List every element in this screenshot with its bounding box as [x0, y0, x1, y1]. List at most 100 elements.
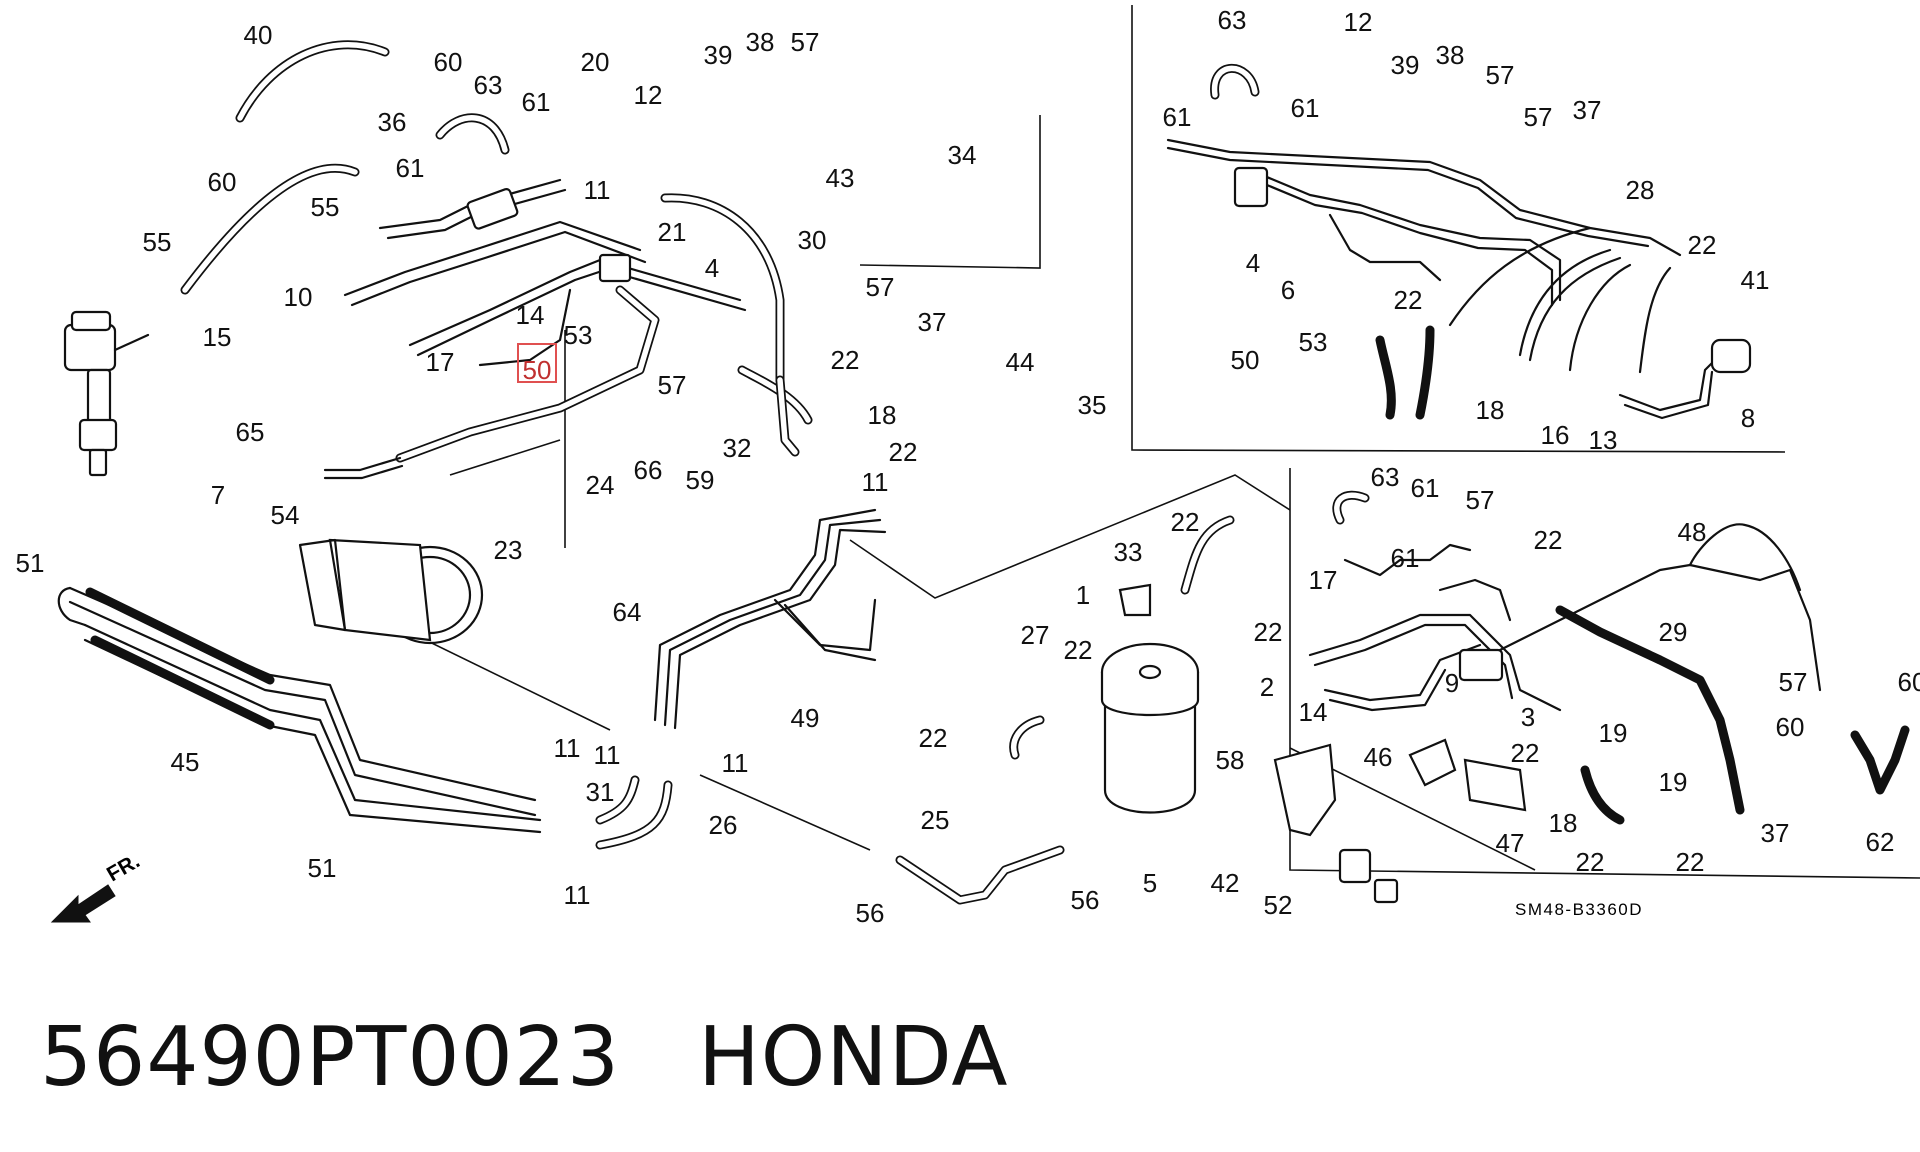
- callout-22: 22: [831, 345, 860, 375]
- callout-57: 57: [1524, 102, 1553, 132]
- callout-35: 35: [1078, 390, 1107, 420]
- callout-11: 11: [584, 175, 611, 205]
- callout-27: 27: [1021, 620, 1050, 650]
- callout-9: 9: [1445, 668, 1459, 698]
- callout-22: 22: [1394, 285, 1423, 315]
- callout-50: 50: [1231, 345, 1260, 375]
- callout-57: 57: [658, 370, 687, 400]
- callout-7: 7: [211, 480, 225, 510]
- callout-37: 37: [1573, 95, 1602, 125]
- callout-16: 16: [1541, 420, 1570, 450]
- callout-22: 22: [1576, 847, 1605, 877]
- callout-37: 37: [1761, 818, 1790, 848]
- callout-39: 39: [1391, 50, 1420, 80]
- callout-57: 57: [866, 272, 895, 302]
- callout-20: 20: [581, 47, 610, 77]
- callout-29: 29: [1659, 617, 1688, 647]
- callout-22: 22: [919, 723, 948, 753]
- callout-52: 52: [1264, 890, 1293, 920]
- callout-57: 57: [1466, 485, 1495, 515]
- callout-36: 36: [378, 107, 407, 137]
- pump-part: [298, 538, 484, 645]
- callout-60: 60: [208, 167, 237, 197]
- callout-14: 14: [516, 300, 545, 330]
- center-rigid-lines: [653, 508, 887, 730]
- callout-22: 22: [889, 437, 918, 467]
- callout-41: 41: [1741, 265, 1770, 295]
- brand-name: HONDA: [698, 1010, 1009, 1105]
- callout-33: 33: [1114, 537, 1143, 567]
- callout-25: 25: [921, 805, 950, 835]
- callout-18: 18: [868, 400, 897, 430]
- callout-60: 60: [1898, 667, 1920, 697]
- callout-39: 39: [704, 40, 733, 70]
- front-marker: FR.: [103, 849, 144, 886]
- upper-right-inset: [1166, 63, 1752, 420]
- callout-53: 53: [564, 320, 593, 350]
- callout-34: 34: [948, 140, 977, 170]
- callout-26: 26: [709, 810, 738, 840]
- callout-49: 49: [791, 703, 820, 733]
- callout-22: 22: [1676, 847, 1705, 877]
- callout-11: 11: [594, 740, 621, 770]
- callout-63: 63: [1371, 462, 1400, 492]
- callout-54: 54: [271, 500, 300, 530]
- callout-2: 2: [1260, 672, 1274, 702]
- callout-5: 5: [1143, 868, 1157, 898]
- callout-44: 44: [1006, 347, 1035, 377]
- callout-14: 14: [1299, 697, 1328, 727]
- callout-17: 17: [1309, 565, 1338, 595]
- callout-60: 60: [434, 47, 463, 77]
- callout-51: 51: [308, 853, 337, 883]
- callout-19: 19: [1599, 718, 1628, 748]
- callout-18: 18: [1476, 395, 1505, 425]
- callout-61: 61: [1291, 93, 1320, 123]
- callout-57: 57: [1486, 60, 1515, 90]
- callout-13: 13: [1589, 425, 1618, 455]
- callout-38: 38: [1436, 40, 1465, 70]
- reservoir-part: [1009, 515, 1235, 814]
- hose-25: [895, 845, 1065, 905]
- callout-11: 11: [564, 880, 591, 910]
- callout-66: 66: [634, 455, 663, 485]
- callout-3: 3: [1521, 702, 1535, 732]
- footer: 56490PT0023 HONDA: [40, 1010, 1008, 1105]
- callout-8: 8: [1741, 403, 1755, 433]
- callout-31: 31: [586, 777, 615, 807]
- lower-right-inset: [1308, 490, 1910, 825]
- callout-48: 48: [1678, 517, 1707, 547]
- callout-57: 57: [791, 27, 820, 57]
- callout-22: 22: [1534, 525, 1563, 555]
- callout-61: 61: [1163, 102, 1192, 132]
- callout-22: 22: [1688, 230, 1717, 260]
- callout-51: 51: [16, 548, 45, 578]
- callout-46: 46: [1364, 742, 1393, 772]
- callout-11: 11: [722, 748, 749, 778]
- callout-12: 12: [634, 80, 663, 110]
- callout-15: 15: [203, 322, 232, 352]
- callout-22: 22: [1511, 738, 1540, 768]
- callout-32: 32: [723, 433, 752, 463]
- callout-63: 63: [474, 70, 503, 100]
- callout-43: 43: [826, 163, 855, 193]
- callout-10: 10: [284, 282, 313, 312]
- callout-42: 42: [1211, 868, 1240, 898]
- callout-30: 30: [798, 225, 827, 255]
- callout-55: 55: [311, 192, 340, 222]
- callout-62: 62: [1866, 827, 1895, 857]
- callout-63: 63: [1218, 5, 1247, 35]
- callout-55: 55: [143, 227, 172, 257]
- callout-11: 11: [554, 733, 581, 763]
- cooler-pipes: [57, 586, 542, 834]
- drawing-code: SM48-B3360D: [1515, 900, 1643, 919]
- callout-47: 47: [1496, 828, 1525, 858]
- lower-center-hoses: [595, 775, 673, 850]
- callout-53: 53: [1299, 327, 1328, 357]
- callout-4: 4: [705, 253, 719, 283]
- callout-59: 59: [686, 465, 715, 495]
- callout-38: 38: [746, 27, 775, 57]
- upper-left-hoses: [180, 40, 813, 480]
- callout-64: 64: [613, 597, 642, 627]
